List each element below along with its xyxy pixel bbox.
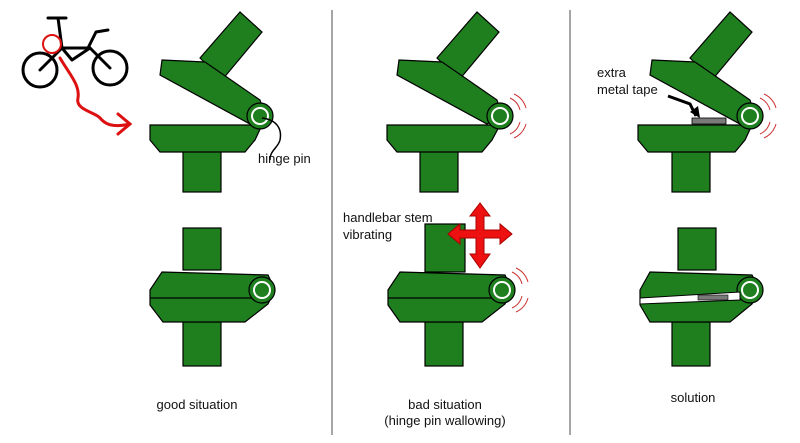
four-way-arrow-icon: [447, 202, 513, 269]
stem-vibrating-line1: handlebar stem: [343, 210, 433, 225]
vibration-marks-solution: [759, 93, 777, 139]
panel-bad: handlebar stem vibrating bad situation (…: [343, 11, 529, 428]
extra-tape-line1: extra: [597, 65, 627, 80]
hinge-pin-pointer: [261, 117, 282, 161]
hinge-closed-good: [149, 227, 276, 367]
hinge-open-solution: [637, 11, 764, 193]
hinge-pin-label: hinge pin: [258, 151, 311, 166]
bicycle-icon: [21, 16, 129, 89]
tape-pointer-head: [690, 106, 700, 118]
hinge-open-bad: [386, 11, 514, 193]
stem-vibrating-line2: vibrating: [343, 227, 392, 242]
hinge-open-good: [149, 11, 274, 193]
vibration-marks-top: [509, 93, 527, 139]
metal-tape: [691, 117, 727, 125]
caption-solution: solution: [671, 390, 716, 405]
caption-good: good situation: [157, 397, 238, 412]
caption-bad-sub: (hinge pin wallowing): [384, 413, 505, 428]
caption-bad: bad situation: [408, 397, 482, 412]
vibration-marks-bottom: [511, 267, 529, 313]
hinge-closed-bad: [387, 223, 516, 367]
panel-good: hinge pin good situation: [149, 11, 311, 412]
extra-tape-line2: metal tape: [597, 82, 658, 97]
metal-tape-closed: [697, 294, 729, 301]
red-arrow-icon: [58, 56, 133, 136]
panel-solution: extra metal tape solution: [597, 11, 777, 405]
